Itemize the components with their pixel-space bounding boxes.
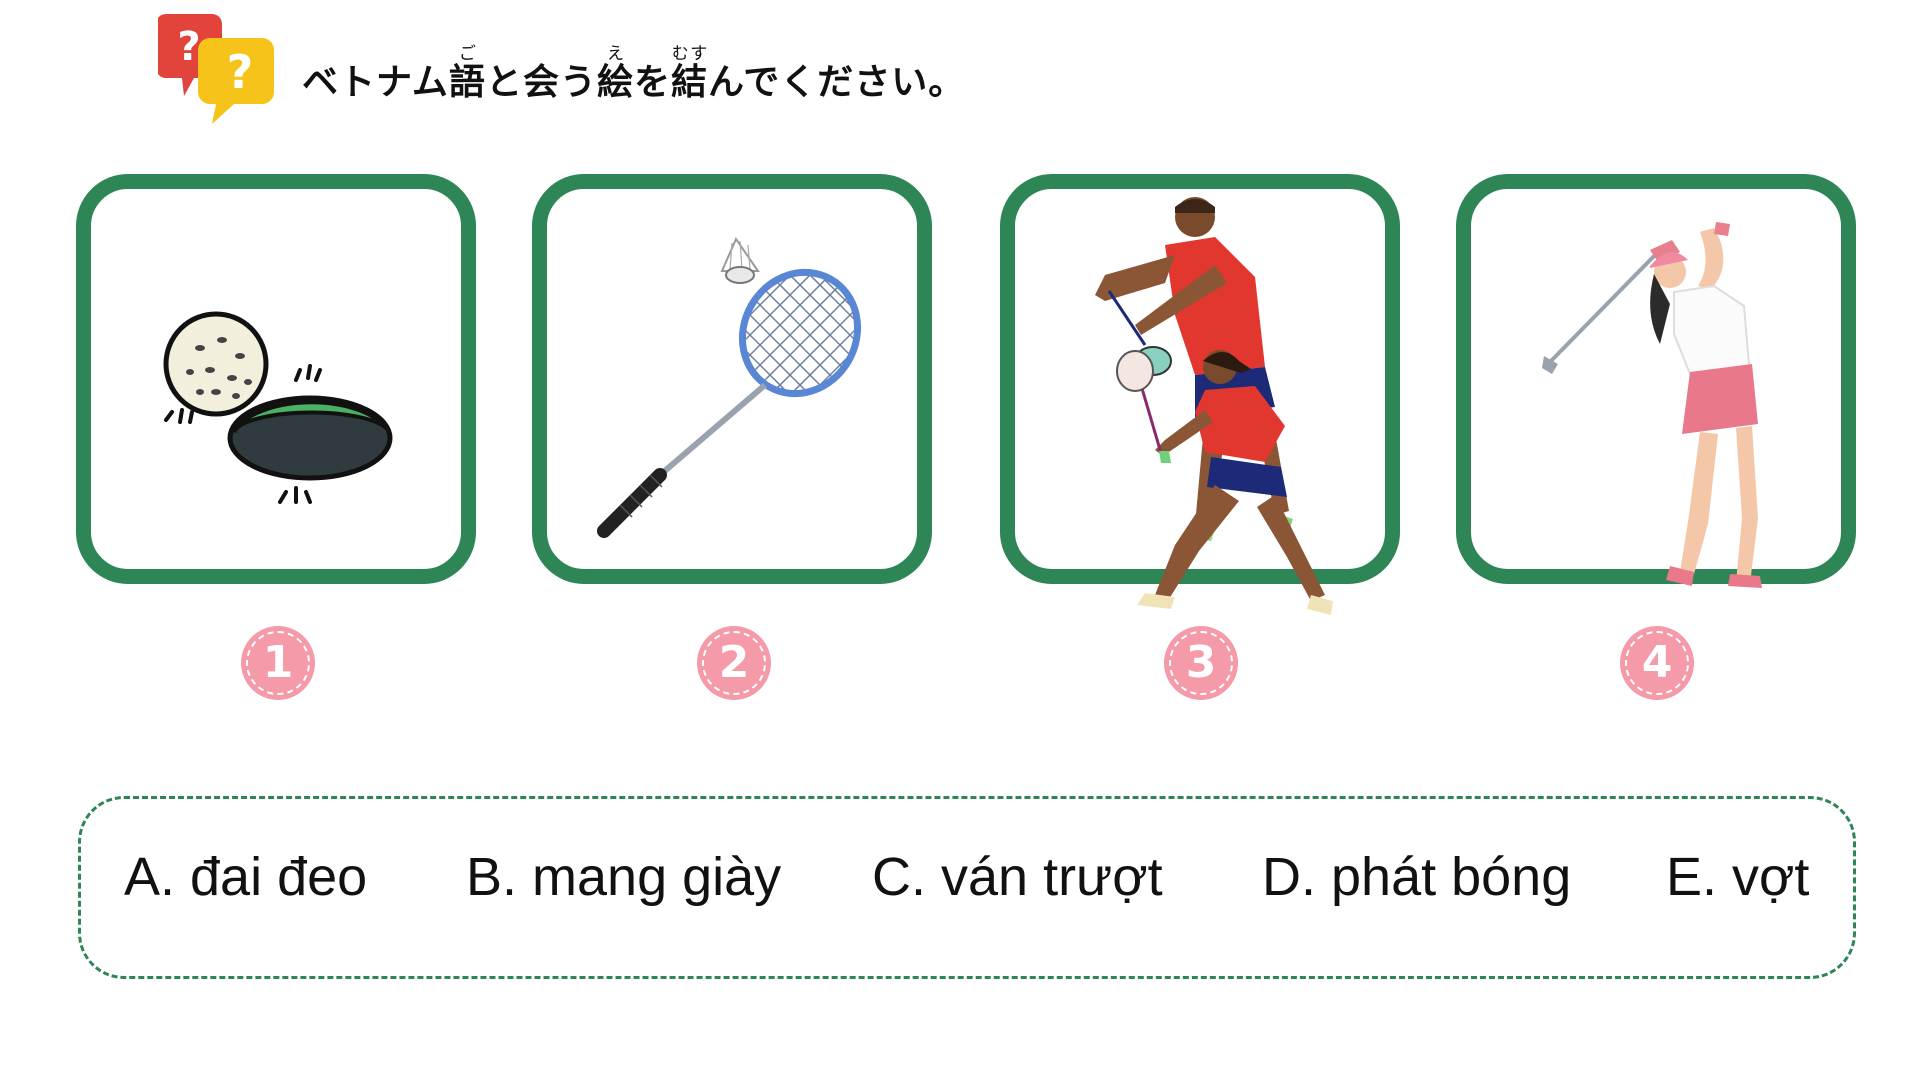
question-bubbles-icon: ? ? [158, 14, 274, 124]
answer-option-e[interactable]: E. vợt [1666, 847, 1810, 907]
instruction-title: ベトナム語ごと会う絵えを結むすんでください。 [302, 44, 966, 103]
golf-ball-hole-icon [163, 311, 393, 504]
badminton-racket-icon [597, 236, 880, 538]
number-badge-2: 2 [697, 626, 771, 700]
answer-option-b[interactable]: B. mang giày [466, 847, 782, 907]
picture-card-1[interactable] [76, 174, 476, 584]
answer-option-c[interactable]: C. ván trượt [872, 847, 1163, 907]
number-badge-1: 1 [241, 626, 315, 700]
svg-text:?: ? [227, 45, 254, 99]
picture-card-4[interactable] [1456, 174, 1856, 584]
svg-text:?: ? [177, 24, 200, 70]
badminton-players-icon [1095, 197, 1333, 615]
answer-options-box [78, 796, 1856, 979]
picture-card-2[interactable] [532, 174, 932, 584]
answer-option-a[interactable]: A. đai đeo [124, 847, 368, 907]
woman-golfer-icon [1542, 222, 1762, 588]
number-badge-4: 4 [1620, 626, 1694, 700]
number-badge-3: 3 [1164, 626, 1238, 700]
answer-option-d[interactable]: D. phát bóng [1262, 847, 1572, 907]
